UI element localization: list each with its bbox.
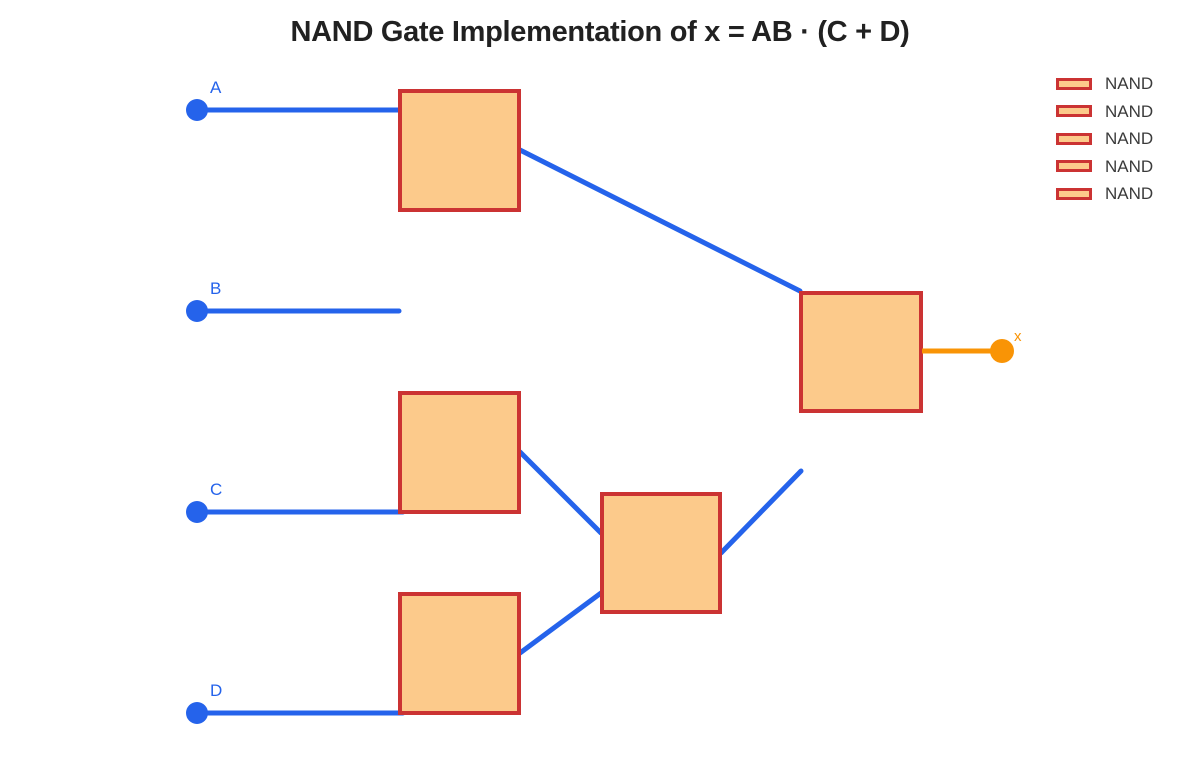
- wire-gate4-output: [718, 468, 804, 556]
- nand-gate-swatch-icon: [1056, 187, 1092, 200]
- nand-gate-d: [398, 592, 521, 715]
- legend-label: NAND: [1105, 74, 1154, 94]
- legend-item: NAND: [1056, 153, 1153, 181]
- nand-gate-swatch-icon: [1056, 105, 1092, 118]
- input-label-a: A: [210, 78, 222, 97]
- input-node-d: [186, 702, 208, 724]
- legend: NAND NAND NAND NAND NAND: [1056, 70, 1153, 208]
- nand-gate-swatch-icon: [1056, 77, 1092, 90]
- legend-label: NAND: [1105, 156, 1154, 176]
- page-title: NAND Gate Implementation of x = AB · (C …: [290, 16, 910, 48]
- legend-item: NAND: [1056, 70, 1153, 98]
- wire-gate1-to-gate5: [517, 147, 803, 294]
- nand-gate-swatch-icon: [1056, 160, 1092, 173]
- input-label-c: C: [210, 480, 222, 499]
- input-label-b: B: [210, 279, 221, 298]
- nand-gate-c: [398, 391, 521, 514]
- nand-gate-cd: [600, 492, 722, 614]
- legend-label: NAND: [1105, 101, 1154, 121]
- nand-gate-final: [799, 291, 923, 413]
- input-label-d: D: [210, 681, 222, 700]
- input-node-a: [186, 99, 208, 121]
- wire-gate2-to-gate4: [517, 449, 604, 536]
- legend-label: NAND: [1105, 129, 1154, 149]
- input-node-c: [186, 501, 208, 523]
- legend-item: NAND: [1056, 125, 1153, 153]
- legend-label: NAND: [1105, 184, 1154, 204]
- legend-item: NAND: [1056, 180, 1153, 208]
- output-label-x: x: [1014, 328, 1022, 345]
- wire-gate3-to-gate4: [517, 590, 604, 656]
- legend-item: NAND: [1056, 98, 1153, 126]
- nand-gate-swatch-icon: [1056, 132, 1092, 145]
- output-node-x: [990, 339, 1014, 363]
- nand-gate-ab: [398, 89, 521, 212]
- input-node-b: [186, 300, 208, 322]
